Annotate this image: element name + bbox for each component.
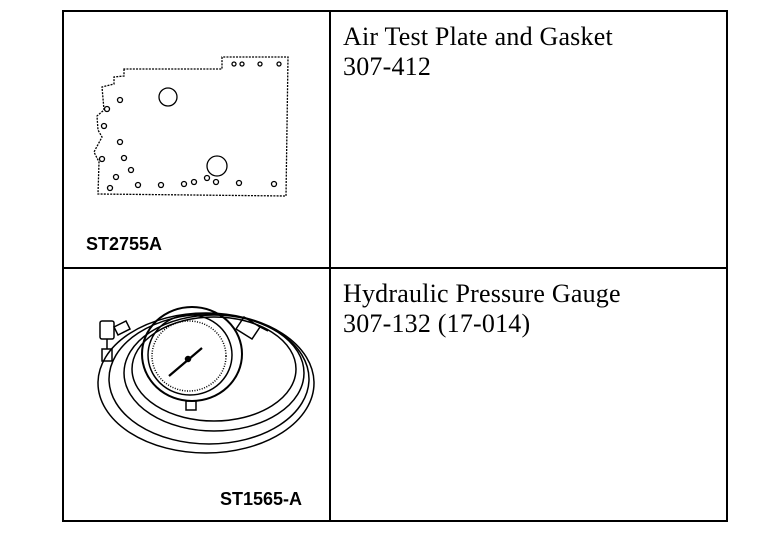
pressure-gauge-illustration	[97, 306, 315, 454]
tool-number: 307-132 (17-014)	[343, 309, 531, 338]
figure-id: ST2755A	[86, 234, 163, 254]
tool-illustration-cell: ST1565-A	[64, 269, 331, 520]
tool-description-cell: Hydraulic Pressure Gauge 307-132 (17-014…	[331, 269, 726, 520]
tool-number: 307-412	[343, 52, 432, 81]
tool-description-cell: Air Test Plate and Gasket 307-412	[331, 12, 726, 269]
tool-name: Air Test Plate and Gasket	[343, 22, 613, 51]
tool-name: Hydraulic Pressure Gauge	[343, 279, 621, 308]
tool-illustration-cell: ST2755A	[64, 12, 331, 269]
special-tools-table: ST2755A Air Test Plate and Gasket 307-41…	[62, 10, 728, 522]
figure-id: ST1565-A	[220, 489, 303, 509]
air-test-plate-illustration	[93, 56, 289, 197]
